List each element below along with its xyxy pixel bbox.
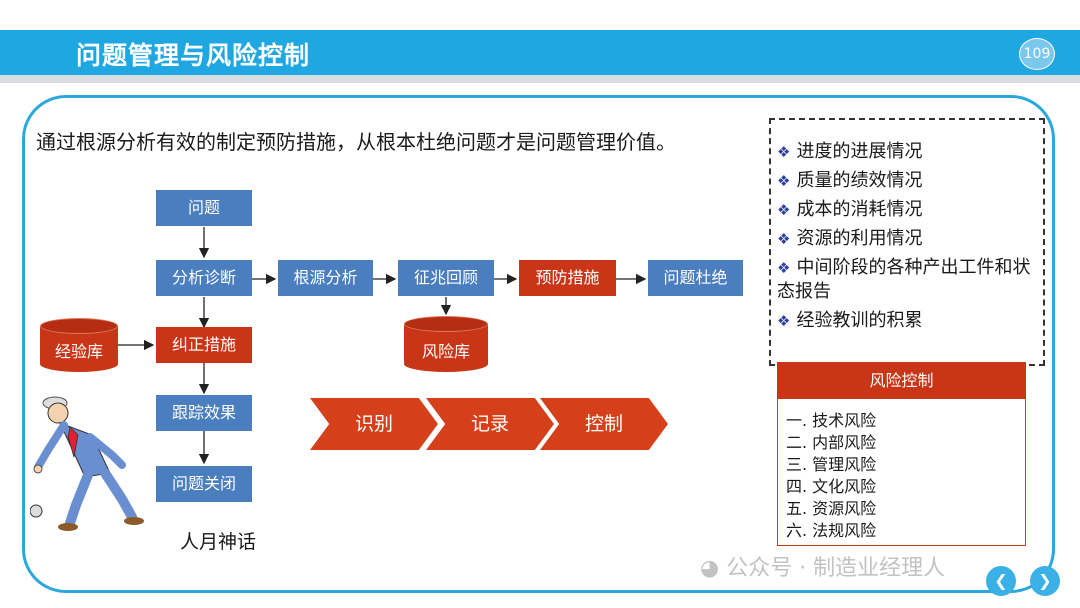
diamond-bullet-icon: ❖ — [777, 259, 791, 277]
diamond-bullet-icon: ❖ — [777, 312, 791, 330]
risk-item: 三. 管理风险 — [786, 455, 877, 474]
wechat-watermark: ◕ 公众号 · 制造业经理人 — [700, 556, 946, 581]
risk-panel-title: 风险控制 — [778, 363, 1025, 399]
next-arrow-icon[interactable]: ❯ — [1030, 566, 1060, 596]
risk-item: 一. 技术风险 — [786, 411, 877, 430]
experience-db-label: 经验库 — [54, 342, 103, 361]
flow-box-root-cause: 根源分析 — [278, 260, 373, 296]
flow-box-tracking: 跟踪效果 — [156, 395, 252, 431]
flow-box-analysis: 分析诊断 — [156, 260, 252, 296]
risk-db-label: 风险库 — [421, 342, 470, 361]
flow-box-close: 问题关闭 — [156, 466, 252, 502]
page-number-badge: 109 — [1019, 38, 1055, 70]
risk-item: 二. 内部风险 — [786, 433, 877, 452]
book-caption: 人月神话 — [180, 531, 257, 553]
chevron-step-identify: 识别 — [310, 398, 438, 450]
bowling-man-illustration — [30, 396, 144, 531]
risk-item: 四. 文化风险 — [786, 477, 877, 496]
checklist-item: ❖中间阶段的各种产出工件和状态报告 — [777, 257, 1031, 302]
flow-box-problem: 问题 — [156, 190, 252, 226]
chevron-step-control: 控制 — [540, 398, 668, 450]
diamond-bullet-icon: ❖ — [777, 230, 791, 248]
checklist-item: ❖资源的利用情况 — [777, 228, 923, 249]
checklist-item: ❖经验教训的积累 — [777, 310, 923, 331]
headline-text: 通过根源分析有效的制定预防措施，从根本杜绝问题才是问题管理价值。 — [36, 130, 676, 154]
risk-item: 五. 资源风险 — [786, 499, 877, 518]
chevron-step-record: 记录 — [426, 398, 554, 450]
title-bar — [0, 30, 1080, 75]
risk-item: 六. 法规风险 — [786, 521, 877, 540]
flow-box-eliminate: 问题杜绝 — [648, 260, 743, 296]
flow-box-correction: 纠正措施 — [156, 327, 252, 363]
checklist-item: ❖进度的进展情况 — [777, 141, 923, 162]
flow-box-review: 征兆回顾 — [398, 260, 494, 296]
wechat-icon: ◕ — [700, 556, 720, 581]
risk-control-panel: 风险控制 一. 技术风险 二. 内部风险 三. 管理风险 四. 文化风险 五. … — [777, 362, 1026, 546]
experience-db-cylinder: 经验库 — [40, 318, 118, 372]
diamond-bullet-icon: ❖ — [777, 172, 791, 190]
checklist-item: ❖成本的消耗情况 — [777, 199, 923, 220]
monitoring-checklist: ❖进度的进展情况 ❖质量的绩效情况 ❖成本的消耗情况 ❖资源的利用情况 ❖中间阶… — [769, 118, 1045, 366]
flow-box-prevention: 预防措施 — [519, 260, 616, 296]
title-underline — [0, 75, 1080, 83]
risk-db-cylinder: 风险库 — [404, 316, 488, 372]
checklist-item: ❖质量的绩效情况 — [777, 170, 923, 191]
diamond-bullet-icon: ❖ — [777, 143, 791, 161]
page-title: 问题管理与风险控制 — [76, 41, 311, 70]
diamond-bullet-icon: ❖ — [777, 201, 791, 219]
prev-arrow-icon[interactable]: ❮ — [986, 566, 1016, 596]
